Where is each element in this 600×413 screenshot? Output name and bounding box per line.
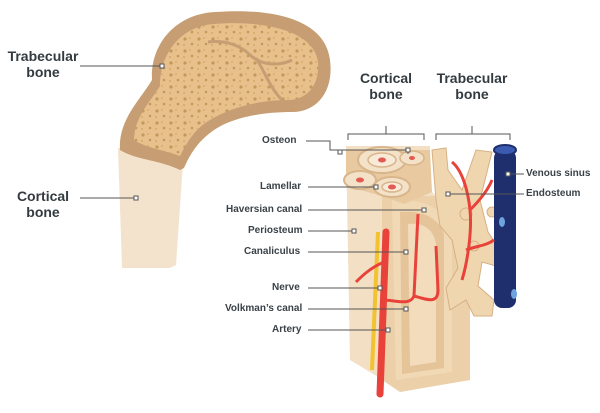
femur-shaft [118,148,184,268]
leader-markers [133,63,511,333]
label-line: bone [369,86,403,103]
label-artery: Artery [272,324,302,335]
label-endosteum: Endosteum [526,188,581,199]
label-venous-sinus: Venous sinus [526,168,591,179]
femur-illustration [118,11,331,268]
epiphyseal-line [207,40,293,102]
label-line: bone [26,64,60,81]
volkmans-canal-vessels [354,213,440,304]
lamella-band [408,223,436,366]
nerve [370,231,380,371]
label-volkmans-canal: Volkman’s canal [225,303,303,314]
artery [376,228,390,398]
label-lamellar: Lamellar [260,181,302,192]
label-line: bone [455,86,489,103]
label-cortical-bone-top: Cortical bone [352,70,420,102]
label-haversian-canal: Haversian canal [226,204,303,215]
label-cortical-bone-left: Cortical bone [6,188,80,220]
label-line: Trabecular [436,70,508,86]
label-osteon: Osteon [262,135,297,146]
venous-sinus-vessel [493,144,517,308]
label-periosteum: Periosteum [248,225,303,236]
label-line: Cortical [359,70,413,86]
label-line: Trabecular [7,48,79,64]
trabecular-artery-branches [450,160,495,281]
label-line: Cortical [16,188,70,204]
label-trabecular-bone-top: Trabecular bone [432,70,512,102]
osteon-rings [343,146,425,198]
brackets [347,126,511,140]
label-trabecular-bone-left: Trabecular bone [6,48,80,80]
bone-cross-section [343,144,517,398]
label-canaliculus: Canaliculus [244,246,301,257]
label-line: bone [26,204,60,221]
label-nerve: Nerve [272,282,300,293]
femur-spongy-interior [134,23,319,157]
